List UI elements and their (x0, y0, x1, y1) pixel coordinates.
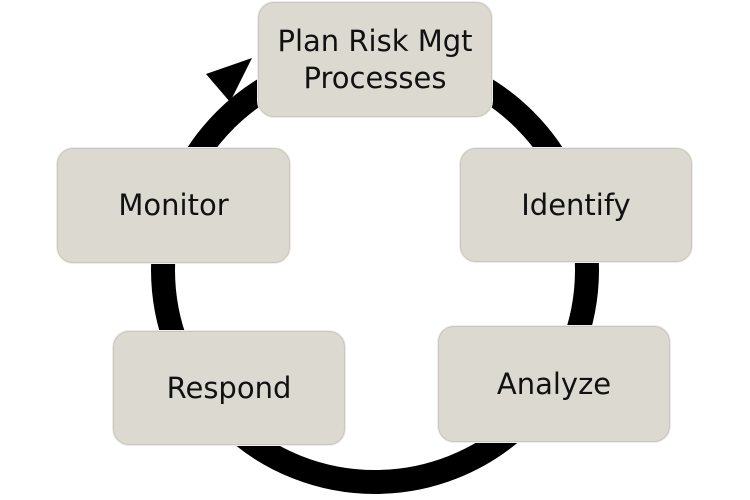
step-plan-risk-mgt-processes: Plan Risk Mgt Processes (258, 2, 492, 117)
step-monitor: Monitor (57, 148, 290, 263)
cycle-arrowhead-icon (206, 58, 252, 102)
step-identify: Identify (460, 148, 692, 262)
step-analyze: Analyze (438, 326, 670, 442)
step-respond: Respond (113, 331, 345, 445)
